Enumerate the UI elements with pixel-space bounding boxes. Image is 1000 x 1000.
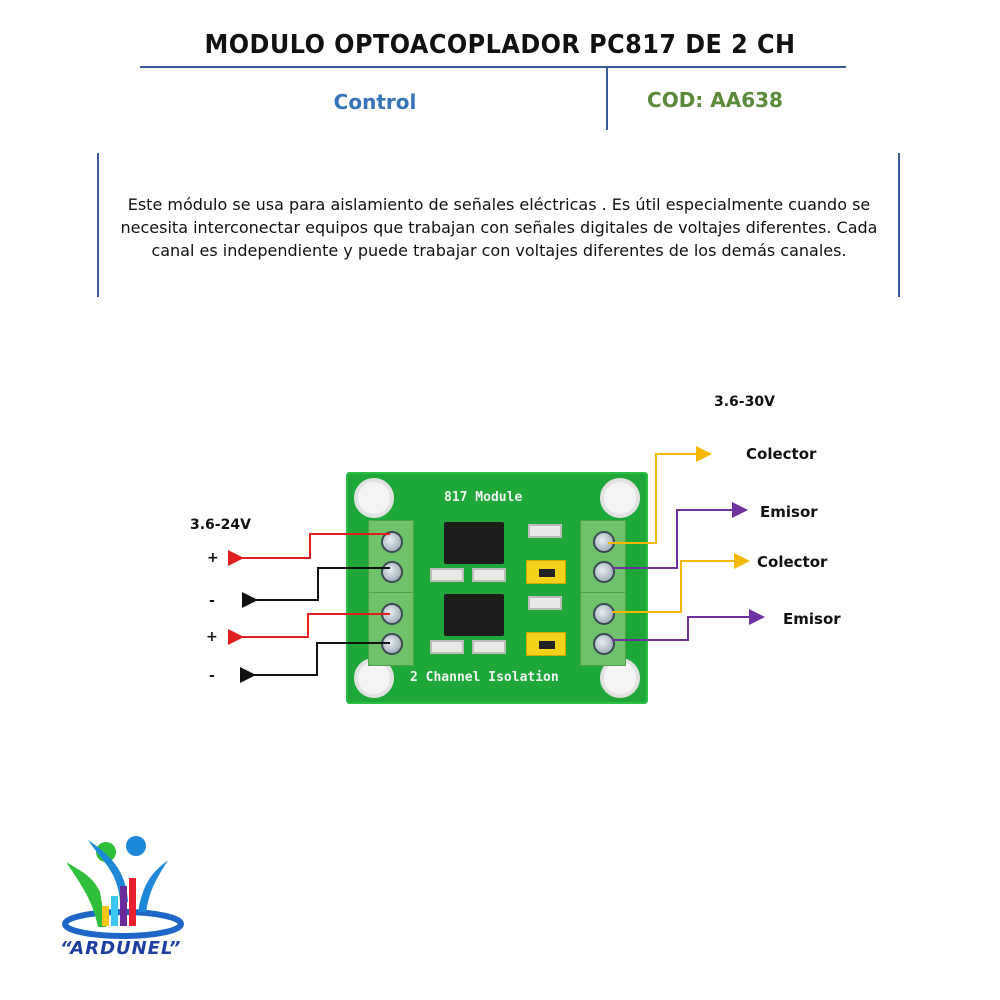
- smd-resistor: [528, 524, 562, 538]
- board-top-label: 817 Module: [444, 490, 523, 505]
- input-1-negative-label: -: [209, 593, 215, 609]
- output-terminal-1: [580, 520, 626, 594]
- mounting-hole: [600, 478, 640, 518]
- output-voltage-label: 3.6-30V: [714, 394, 775, 410]
- optocoupler-board-image: 817 Module 2 Channel Isolation: [346, 472, 648, 704]
- output-1-collector-label: Colector: [746, 445, 817, 463]
- input-2-positive-label: +: [206, 629, 218, 645]
- description-border-left: [97, 153, 99, 297]
- input-terminal-1: [368, 520, 414, 594]
- page-title: MODULO OPTOACOPLADOR PC817 DE 2 CH: [204, 30, 796, 60]
- screw-icon: [593, 603, 615, 625]
- jumper: [526, 560, 566, 584]
- category-label: Control: [333, 90, 417, 114]
- header-column-divider: [606, 66, 608, 130]
- screw-icon: [593, 531, 615, 553]
- product-code: COD: AA638: [647, 88, 783, 112]
- screw-icon: [381, 603, 403, 625]
- jumper: [526, 632, 566, 656]
- input-2-negative-label: -: [209, 668, 215, 684]
- header-divider: [140, 66, 846, 68]
- screw-icon: [593, 561, 615, 583]
- screw-icon: [593, 633, 615, 655]
- output-2-collector-label: Colector: [757, 553, 828, 571]
- input-voltage-label: 3.6-24V: [190, 517, 251, 533]
- smd-led: [472, 568, 506, 582]
- description-border-right: [898, 153, 900, 297]
- input-1-positive-label: +: [207, 550, 219, 566]
- output-2-emitter-label: Emisor: [783, 610, 841, 628]
- smd-led: [472, 640, 506, 654]
- screw-icon: [381, 561, 403, 583]
- screw-icon: [381, 531, 403, 553]
- smd-resistor: [528, 596, 562, 610]
- smd-resistor: [430, 568, 464, 582]
- pc817-chip: [444, 594, 504, 636]
- pc817-chip: [444, 522, 504, 564]
- ardunel-logo-icon: [62, 836, 184, 939]
- input-terminal-2: [368, 592, 414, 666]
- board-bottom-label: 2 Channel Isolation: [410, 670, 559, 685]
- mounting-hole: [354, 478, 394, 518]
- logo-text: “ARDUNEL”: [60, 938, 182, 959]
- output-terminal-2: [580, 592, 626, 666]
- screw-icon: [381, 633, 403, 655]
- smd-resistor: [430, 640, 464, 654]
- output-1-emitter-label: Emisor: [760, 503, 818, 521]
- product-description: Este módulo se usa para aislamiento de s…: [120, 195, 878, 260]
